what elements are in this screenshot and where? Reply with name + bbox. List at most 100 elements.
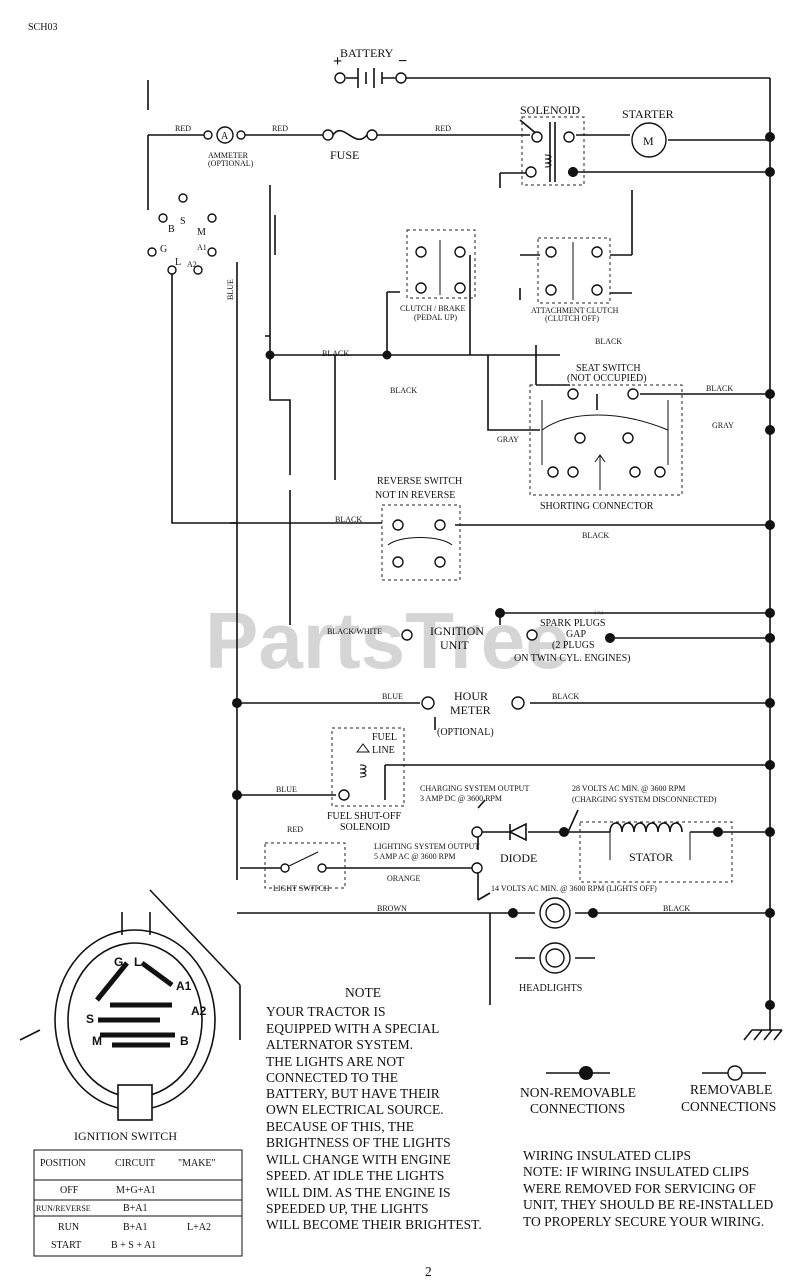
clutch-brake-switch: CLUTCH / BRAKE (PEDAL UP) xyxy=(400,229,476,322)
ignition-unit: IGNITION UNIT SPARK PLUGS GAP (2 PLUGS O… xyxy=(327,618,630,664)
svg-text:A1: A1 xyxy=(176,979,192,993)
svg-text:BLACK: BLACK xyxy=(582,531,609,540)
svg-text:+: + xyxy=(333,53,342,70)
svg-text:ALTERNATOR SYSTEM.: ALTERNATOR SYSTEM. xyxy=(266,1037,413,1052)
seat-switch: SEAT SWITCH (NOT OCCUPIED) SHORTING CONN… xyxy=(529,363,683,512)
svg-text:G: G xyxy=(160,244,167,255)
svg-text:NOTE: IF WIRING INSULATED CLIP: NOTE: IF WIRING INSULATED CLIPS xyxy=(523,1164,749,1179)
svg-text:THE LIGHTS ARE NOT: THE LIGHTS ARE NOT xyxy=(266,1054,405,1069)
svg-text:M+G+A1: M+G+A1 xyxy=(116,1185,156,1196)
svg-text:REMOVABLE: REMOVABLE xyxy=(690,1082,772,1097)
svg-text:CIRCUIT: CIRCUIT xyxy=(115,1158,155,1169)
svg-text:CONNECTIONS: CONNECTIONS xyxy=(530,1101,625,1116)
svg-text:L+A2: L+A2 xyxy=(187,1222,211,1233)
svg-text:(2 PLUGS: (2 PLUGS xyxy=(552,640,595,651)
svg-text:CLUTCH / BRAKE: CLUTCH / BRAKE xyxy=(400,304,465,313)
svg-text:M: M xyxy=(197,227,206,238)
svg-text:UNIT, THEY SHOULD BE RE-INSTAL: UNIT, THEY SHOULD BE RE-INSTALLED xyxy=(523,1197,774,1212)
svg-text:BLUE: BLUE xyxy=(226,279,235,300)
svg-text:BATTERY: BATTERY xyxy=(340,46,394,60)
svg-text:LINE: LINE xyxy=(372,745,395,756)
wiring-clips-note: WIRING INSULATED CLIPS NOTE: IF WIRING I… xyxy=(523,1148,774,1229)
svg-text:DIODE: DIODE xyxy=(500,851,537,865)
svg-text:A2: A2 xyxy=(187,260,197,269)
solenoid: SOLENOID xyxy=(520,103,585,186)
svg-text:SHORTING CONNECTOR: SHORTING CONNECTOR xyxy=(540,501,654,512)
svg-text:S: S xyxy=(180,216,186,227)
svg-text:M: M xyxy=(643,134,654,148)
svg-text:FUEL SHUT-OFF: FUEL SHUT-OFF xyxy=(327,811,401,822)
svg-text:SPEED. AT IDLE THE LIGHTS: SPEED. AT IDLE THE LIGHTS xyxy=(266,1168,444,1183)
svg-text:(CHARGING SYSTEM DISCONNECTED): (CHARGING SYSTEM DISCONNECTED) xyxy=(572,795,717,804)
svg-text:5 AMP AC @ 3600 RPM: 5 AMP AC @ 3600 RPM xyxy=(374,852,456,861)
svg-text:OFF: OFF xyxy=(60,1185,79,1196)
svg-text:SOLENOID: SOLENOID xyxy=(520,103,580,117)
svg-text:BLACK: BLACK xyxy=(595,337,622,346)
starter-motor: STARTER M xyxy=(622,107,674,158)
svg-text:NOT IN REVERSE: NOT IN REVERSE xyxy=(375,490,455,501)
hour-meter: HOUR METER (OPTIONAL) BLUE BLACK xyxy=(382,689,579,738)
svg-text:SPEEDED UP, THE LIGHTS: SPEEDED UP, THE LIGHTS xyxy=(266,1201,429,1216)
svg-text:BLACK: BLACK xyxy=(322,349,349,358)
svg-text:ON TWIN CYL. ENGINES): ON TWIN CYL. ENGINES) xyxy=(514,653,630,664)
svg-text:WILL BECOME THEIR BRIGHTEST.: WILL BECOME THEIR BRIGHTEST. xyxy=(266,1217,482,1232)
svg-text:CONNECTIONS: CONNECTIONS xyxy=(681,1099,776,1114)
svg-text:YOUR TRACTOR IS: YOUR TRACTOR IS xyxy=(266,1004,386,1019)
svg-text:BLACK: BLACK xyxy=(663,904,690,913)
svg-text:AMMETER: AMMETER xyxy=(208,151,249,160)
svg-text:FUSE: FUSE xyxy=(330,148,359,162)
svg-text:BLACK/WHITE: BLACK/WHITE xyxy=(327,627,382,636)
svg-text:RED: RED xyxy=(435,124,451,133)
alternator-note: NOTE YOUR TRACTOR IS EQUIPPED WITH A SPE… xyxy=(266,985,482,1232)
svg-text:M: M xyxy=(92,1034,102,1048)
svg-text:RUN/REVERSE: RUN/REVERSE xyxy=(36,1204,91,1213)
svg-text:OWN ELECTRICAL SOURCE.: OWN ELECTRICAL SOURCE. xyxy=(266,1102,444,1117)
svg-text:LIGHTING SYSTEM OUTPUT: LIGHTING SYSTEM OUTPUT xyxy=(374,842,479,851)
svg-text:A2: A2 xyxy=(191,1004,207,1018)
ignition-switch-table: POSITION CIRCUIT "MAKE" OFF M+G+A1 RUN/R… xyxy=(33,1149,243,1257)
ignition-switch-illustration: G L A1 A2 S M B IGNITION SWITCH xyxy=(19,889,241,1143)
svg-text:(CLUTCH OFF): (CLUTCH OFF) xyxy=(545,314,599,323)
charging-system: CHARGING SYSTEM OUTPUT 3 AMP DC @ 3600 R… xyxy=(374,784,733,893)
svg-text:(OPTIONAL): (OPTIONAL) xyxy=(437,727,494,738)
svg-text:L: L xyxy=(134,955,141,969)
doc-code: SCH03 xyxy=(28,22,57,33)
svg-text:BLACK: BLACK xyxy=(335,515,362,524)
page-number: 2 xyxy=(425,1264,432,1279)
svg-text:S: S xyxy=(86,1012,94,1026)
reverse-switch: REVERSE SWITCH NOT IN REVERSE xyxy=(375,476,462,581)
svg-text:B+A1: B+A1 xyxy=(123,1222,148,1233)
svg-text:WILL CHANGE WITH ENGINE: WILL CHANGE WITH ENGINE xyxy=(266,1152,451,1167)
attachment-clutch-switch: ATTACHMENT CLUTCH (CLUTCH OFF) BLACK xyxy=(531,237,622,346)
ammeter: A AMMETER (OPTIONAL) RED RED xyxy=(175,124,288,168)
fuel-shutoff-solenoid: FUEL LINE FUEL SHUT-OFF SOLENOID BLUE xyxy=(276,727,405,833)
svg-text:(NOT OCCUPIED): (NOT OCCUPIED) xyxy=(567,373,647,384)
svg-text:UNIT: UNIT xyxy=(440,638,469,652)
light-switch: RED LIGHT SWITCH ORANGE xyxy=(264,825,420,893)
svg-text:B: B xyxy=(168,224,175,235)
battery: BATTERY + − xyxy=(333,46,407,88)
junction-dots xyxy=(232,132,775,1010)
svg-text:A1: A1 xyxy=(197,243,207,252)
svg-text:SOLENOID: SOLENOID xyxy=(340,822,390,833)
wires xyxy=(147,77,783,1041)
svg-text:WIRING INSULATED CLIPS: WIRING INSULATED CLIPS xyxy=(523,1148,691,1163)
svg-text:B + S + A1: B + S + A1 xyxy=(111,1240,156,1251)
svg-text:METER: METER xyxy=(450,703,491,717)
svg-text:LIGHT SWITCH: LIGHT SWITCH xyxy=(273,884,330,893)
svg-text:BLUE: BLUE xyxy=(382,692,403,701)
svg-text:CHARGING SYSTEM OUTPUT: CHARGING SYSTEM OUTPUT xyxy=(420,784,529,793)
svg-text:BLACK: BLACK xyxy=(552,692,579,701)
svg-text:WILL DIM. AS THE ENGINE IS: WILL DIM. AS THE ENGINE IS xyxy=(266,1185,450,1200)
svg-text:SPARK PLUGS: SPARK PLUGS xyxy=(540,618,606,629)
svg-text:BLUE: BLUE xyxy=(276,785,297,794)
svg-text:RED: RED xyxy=(287,825,303,834)
svg-text:RED: RED xyxy=(175,124,191,133)
svg-text:ATTACHMENT CLUTCH: ATTACHMENT CLUTCH xyxy=(531,306,619,315)
svg-text:(PEDAL UP): (PEDAL UP) xyxy=(414,313,457,322)
svg-text:L: L xyxy=(175,257,181,268)
svg-text:TO PROPERLY SECURE YOUR WIRING: TO PROPERLY SECURE YOUR WIRING. xyxy=(523,1214,764,1229)
svg-text:ORANGE: ORANGE xyxy=(387,874,420,883)
